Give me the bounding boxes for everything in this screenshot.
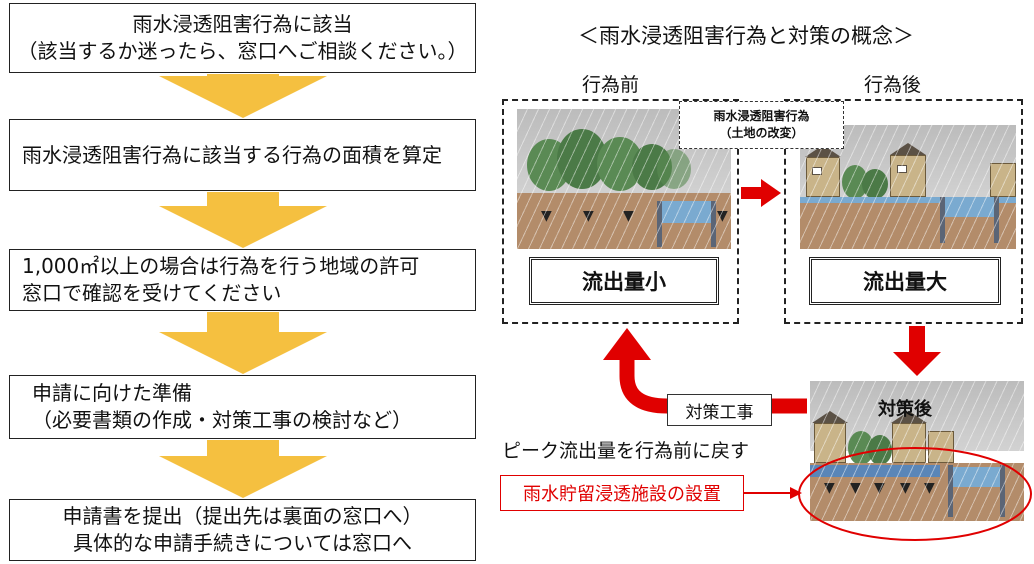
flow-step-applicability: 雨水浸透阻害行為に該当 （該当するか迷ったら、窓口へご相談ください。）	[9, 3, 476, 73]
red-return-arrow	[603, 328, 807, 414]
countermeasure-works-box: 対策工事	[667, 394, 772, 426]
before-result-box: 流出量小	[529, 257, 719, 305]
red-right-arrow	[741, 179, 781, 207]
concept-title: ＜雨水浸透阻害行為と対策の概念＞	[578, 24, 914, 48]
red-down-arrow	[893, 326, 941, 376]
callout-text: 雨水浸透阻害行為	[713, 109, 810, 123]
before-panel: ▼ ▼ ▼ ▼ 流出量小	[502, 99, 739, 324]
facility-highlight-ellipse	[798, 447, 1032, 541]
down-arrow	[159, 312, 327, 374]
down-arrow	[159, 440, 327, 498]
step-text: 申請に向けた準備	[32, 381, 192, 405]
step-text: 申請書を提出（提出先は裏面の窓口へ）	[62, 504, 423, 528]
before-label: 行為前	[582, 74, 640, 96]
step-text: 具体的な申請手続きについては窓口へ	[73, 531, 412, 555]
step-text: 窓口で確認を受けてください	[22, 281, 282, 305]
callout-text: （土地の改変）	[719, 126, 804, 140]
step-text: 雨水浸透阻害行為に該当する行為の面積を算定	[22, 142, 442, 167]
after-result-box: 流出量大	[809, 257, 1001, 305]
before-scene-image: ▼ ▼ ▼ ▼	[517, 109, 731, 249]
storage-infiltration-facility-box: 雨水貯留浸透施設の設置	[500, 475, 744, 511]
step-text: （該当するか迷ったら、窓口へご相談ください。）	[17, 39, 468, 63]
after-countermeasure-label: 対策後	[878, 399, 932, 420]
flow-step-permit-check: 1,000㎡以上の場合は行為を行う地域の許可 窓口で確認を受けてください	[9, 249, 476, 311]
step-text: 1,000㎡以上の場合は行為を行う地域の許可	[22, 254, 420, 278]
peak-outflow-note: ピーク流出量を行為前に戻す	[502, 440, 750, 462]
step-text: （必要書類の作成・対策工事の検討など）	[32, 408, 412, 432]
down-arrow	[159, 192, 327, 248]
countermeasure-scene-image: ▼ ▼ ▼ ▼ ▼	[810, 381, 1024, 521]
flow-step-submit-application: 申請書を提出（提出先は裏面の窓口へ） 具体的な申請手続きについては窓口へ	[9, 499, 476, 561]
step-text: 雨水浸透阻害行為に該当	[132, 12, 353, 36]
facility-pointer-arrow	[744, 487, 802, 499]
down-arrow	[159, 74, 327, 118]
inhibiting-act-callout: 雨水浸透阻害行為 （土地の改変）	[679, 101, 844, 149]
flow-step-preparation: 申請に向けた準備 （必要書類の作成・対策工事の検討など）	[9, 375, 476, 439]
flow-step-area-calculation: 雨水浸透阻害行為に該当する行為の面積を算定	[9, 119, 476, 191]
after-label: 行為後	[864, 74, 922, 96]
